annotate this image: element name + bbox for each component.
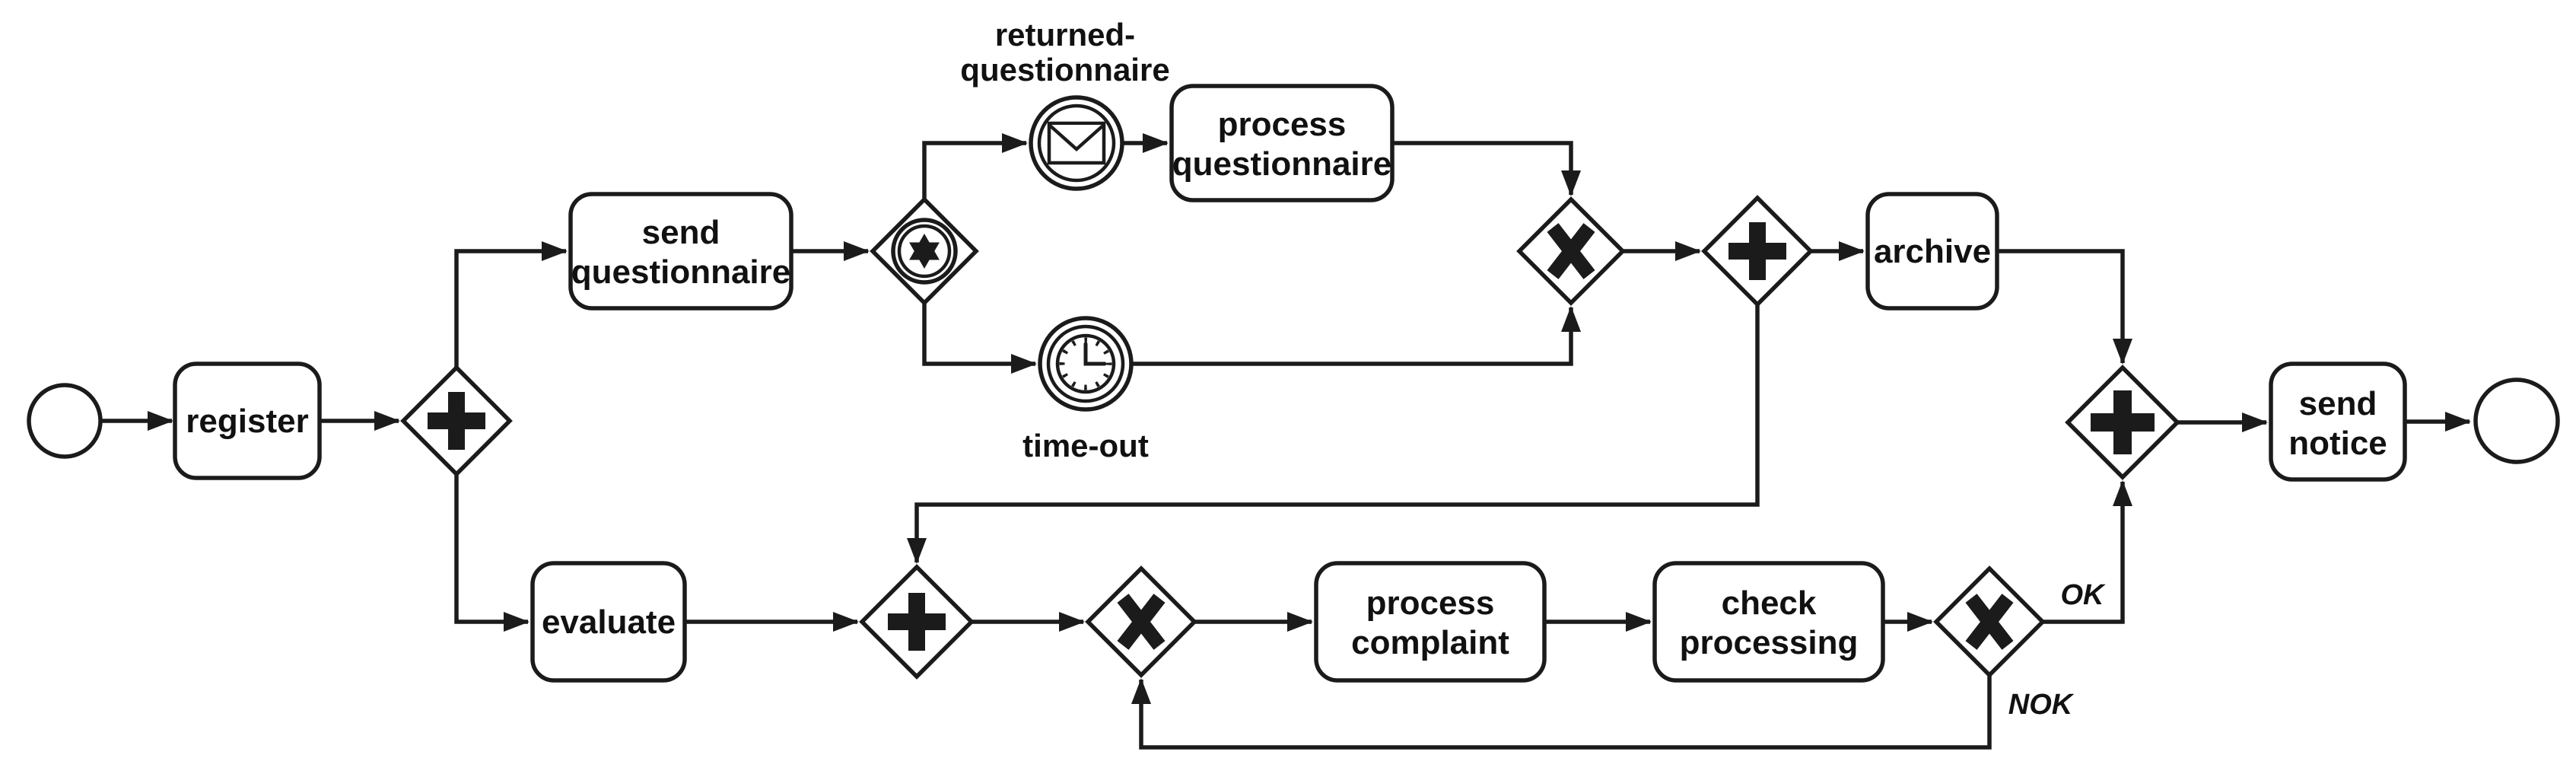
gateway-xor-merge-top bbox=[1516, 196, 1626, 306]
x-icon bbox=[1547, 223, 1595, 279]
task-send-notice-label-2: notice bbox=[2288, 425, 2387, 462]
flow-parsplit1-sendquestionnaire bbox=[454, 241, 568, 368]
flow-parsplit1-evaluate bbox=[454, 474, 530, 632]
event-timer-timeout: time-out bbox=[1022, 316, 1149, 463]
event-message-returned-questionnaire: returned- questionnaire bbox=[960, 17, 1170, 191]
gateway-parallel-split bbox=[400, 365, 513, 477]
task-send-questionnaire-label-2: questionnaire bbox=[571, 253, 791, 291]
end-event bbox=[2473, 377, 2560, 464]
plus-icon bbox=[2091, 390, 2155, 454]
task-process-questionnaire: process questionnaire bbox=[1169, 84, 1395, 202]
flow-eventgateway-timer bbox=[922, 303, 1037, 374]
gateway-parallel-split-2 bbox=[1701, 195, 1814, 307]
plus-icon bbox=[888, 593, 946, 651]
task-process-complaint-label-2: complaint bbox=[1351, 624, 1509, 661]
task-archive-label: archive bbox=[1874, 233, 1991, 270]
x-icon bbox=[1117, 594, 1166, 650]
task-check-processing-label-1: check bbox=[1722, 584, 1817, 622]
task-evaluate-label: evaluate bbox=[542, 604, 676, 641]
task-send-notice-label-1: send bbox=[2299, 385, 2377, 422]
flow-parsplit2-parjoinbottom bbox=[907, 304, 1760, 564]
condition-label-nok: NOK bbox=[2008, 689, 2075, 721]
task-register: register bbox=[173, 362, 322, 480]
message-icon bbox=[1047, 121, 1106, 165]
flow-timer-xormerge bbox=[1131, 306, 1581, 366]
gateway-xor-decision: OK NOK bbox=[1933, 565, 2107, 721]
flow-archive-parjoinfinal bbox=[1997, 249, 2132, 365]
flow-nok-xordecision-xorloop bbox=[1131, 675, 1992, 750]
gateway-parallel-join-bottom bbox=[859, 564, 975, 680]
flow-eventgateway-message bbox=[922, 133, 1028, 199]
task-check-processing: check processing bbox=[1652, 561, 1885, 683]
gateway-parallel-join-final bbox=[2065, 365, 2180, 480]
task-process-complaint-label-1: process bbox=[1366, 584, 1495, 622]
task-evaluate: evaluate bbox=[530, 561, 687, 683]
event-timer-label: time-out bbox=[1022, 428, 1149, 463]
sequence-flows bbox=[100, 133, 2471, 750]
timer-icon bbox=[1055, 333, 1116, 394]
gateway-event-based bbox=[870, 196, 979, 306]
task-send-questionnaire: send questionnaire bbox=[568, 192, 793, 311]
start-event bbox=[27, 383, 103, 459]
task-process-questionnaire-label-2: questionnaire bbox=[1172, 145, 1392, 183]
plus-icon bbox=[428, 392, 485, 450]
task-register-label: register bbox=[186, 403, 308, 440]
task-check-processing-label-2: processing bbox=[1680, 624, 1859, 661]
task-send-questionnaire-label-1: send bbox=[642, 214, 720, 251]
event-message-label-2: questionnaire bbox=[960, 52, 1169, 88]
flow-ok-xordecision-parjoinfinal bbox=[2043, 480, 2132, 624]
event-message-label-1: returned- bbox=[995, 17, 1135, 53]
flow-processquestionnaire-xormerge bbox=[1392, 141, 1581, 196]
task-send-notice: send notice bbox=[2269, 362, 2407, 482]
gateway-xor-loop bbox=[1085, 565, 1197, 678]
plus-icon bbox=[1728, 222, 1786, 280]
x-icon bbox=[1965, 594, 2014, 650]
task-archive: archive bbox=[1865, 192, 1999, 311]
task-process-complaint: process complaint bbox=[1314, 561, 1547, 683]
condition-label-ok: OK bbox=[2061, 579, 2107, 611]
task-process-questionnaire-label-1: process bbox=[1218, 106, 1347, 143]
star-icon bbox=[909, 234, 940, 269]
